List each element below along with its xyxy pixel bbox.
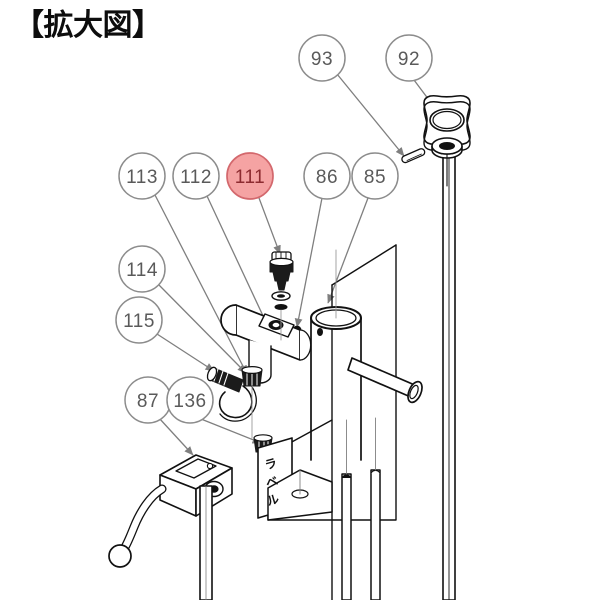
callout-113[interactable]: 113 [118,152,166,200]
leader-86 [294,197,323,328]
vertical-post-center [199,485,213,600]
callout-bubbles-group: 113 112 111 86 85 93 [115,34,433,424]
callout-136-label: 136 [173,391,206,412]
callout-114-label: 114 [126,260,158,281]
callout-92[interactable]: 92 [385,34,433,82]
star-knob-icon [423,94,471,159]
callout-115[interactable]: 115 [115,296,163,344]
callout-136[interactable]: 136 [166,376,214,424]
straight-fitting-icon [269,251,294,291]
callout-85[interactable]: 85 [351,152,399,200]
label-tag-char-1: ラ [263,456,278,473]
angled-tube-right [347,357,423,404]
callout-113-label: 113 [126,167,158,188]
leader-111 [258,197,281,255]
callout-112-label: 112 [180,167,212,188]
clamp-lever-icon [108,454,233,568]
elbow-fitting-icon [206,366,263,422]
callout-92-label: 92 [398,49,420,70]
washer-icon-lower [274,304,288,310]
callout-115-label: 115 [123,311,155,332]
callout-114[interactable]: 114 [118,245,166,293]
callout-87[interactable]: 87 [124,376,172,424]
angled-cylinder-left [220,304,312,361]
thin-rod-left [341,419,352,600]
base-bracket [267,469,333,521]
label-tag-char-3: ル [265,492,280,509]
leader-114 [158,284,247,374]
callout-87-label: 87 [137,391,159,412]
tube-pin-hole [317,328,323,336]
callout-112[interactable]: 112 [172,152,220,200]
washer-icon-upper [271,291,291,301]
callout-86[interactable]: 86 [303,152,351,200]
mechanical-assembly-group [108,94,471,600]
callout-93[interactable]: 93 [298,34,346,82]
label-tag-char-2: ベ [264,474,279,491]
vertical-post-right [442,147,456,600]
callout-85-label: 85 [364,167,386,188]
leader-85 [327,197,369,304]
thin-rod-right [370,417,381,600]
callout-93-label: 93 [311,49,333,70]
callout-111-label: 111 [235,167,265,188]
callout-86-label: 86 [316,167,338,188]
roll-pin-icon [401,148,426,164]
leader-115 [156,333,215,372]
leader-113 [154,194,248,375]
leader-136 [200,418,262,444]
leader-87 [158,417,194,456]
label-tag-text-group: ラ ベ ル [263,456,280,509]
page-title: 【拡大図】 [14,8,162,43]
callout-111[interactable]: 111 [226,152,274,200]
leader-93 [336,73,405,157]
construction-lines [251,249,337,439]
leader-lines-group [154,73,433,456]
